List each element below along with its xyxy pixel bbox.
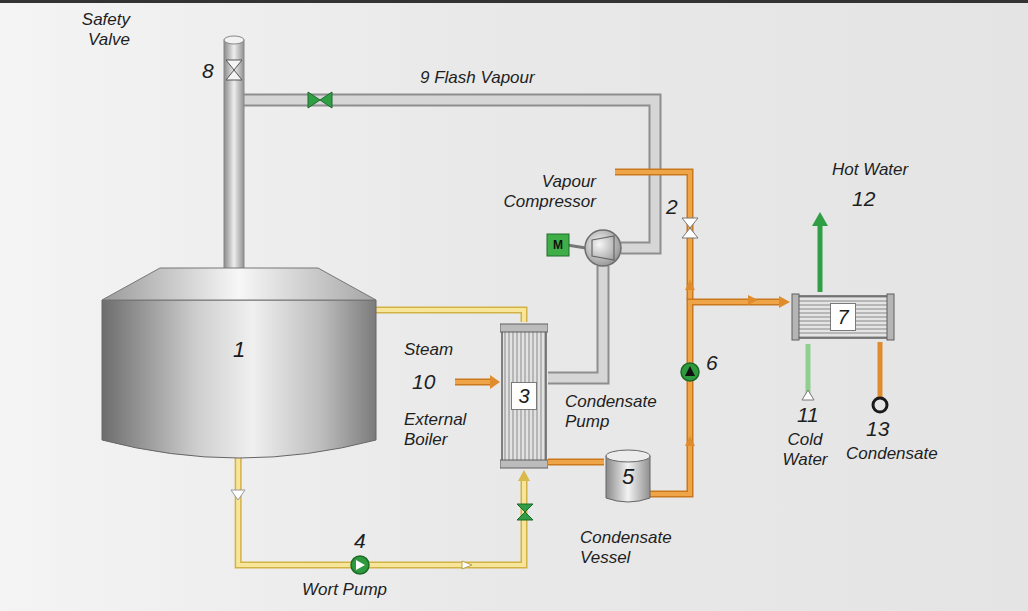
part-label: Condensate Vessel <box>580 528 690 568</box>
callout-number: 4 <box>354 530 366 552</box>
callout-number: 5 <box>622 465 634 489</box>
pipe-connector <box>238 458 530 565</box>
kettle-vessel: 1 <box>100 262 378 468</box>
boiler-box: 3 <box>500 322 548 470</box>
callout-number: 10 <box>412 371 435 393</box>
part-label: Safety Valve <box>56 10 130 50</box>
arrow-head <box>779 296 790 308</box>
pipe-connector <box>376 310 524 322</box>
part-label: 9 Flash Vapour <box>420 68 535 88</box>
callout-number: 6 <box>706 352 718 374</box>
callout-number: 2 <box>666 196 678 218</box>
callout-number: 7 <box>830 303 855 331</box>
callout-number: 13 <box>866 418 889 440</box>
part-label: Cold Water <box>772 430 838 470</box>
heat-exchanger: 7 <box>790 292 896 342</box>
callout-number: 12 <box>852 188 875 210</box>
callout-number: 3 <box>511 382 536 410</box>
callout-number: 1 <box>233 338 245 362</box>
condensate-vessel: 5 <box>604 448 652 506</box>
motor-symbol-label: M <box>547 235 569 255</box>
part-label: Condensate <box>846 444 938 464</box>
callout-number: 11 <box>797 404 819 426</box>
part-label: Steam <box>404 340 453 360</box>
part-label: Vapour Compressor <box>490 172 596 212</box>
part-label: Wort Pump <box>302 580 387 600</box>
pipe-connector <box>548 462 604 463</box>
part-label: External Boiler <box>404 410 494 450</box>
pipe-connector <box>650 296 790 494</box>
part-label: Condensate Pump <box>565 392 675 432</box>
callout-number: 8 <box>202 60 214 82</box>
part-label: Hot Water <box>832 160 908 180</box>
kettle-vessel-outline <box>100 262 378 468</box>
arrow-head <box>518 470 530 481</box>
